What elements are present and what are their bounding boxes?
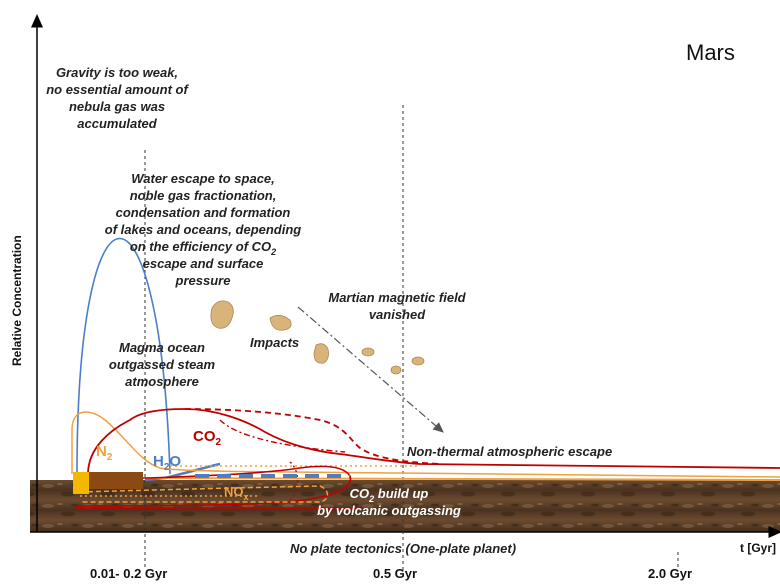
volcanic-annotation: CO2 build up by volcanic outgassing	[317, 486, 461, 518]
n2-subscript: 2	[107, 452, 113, 463]
tectonics-label: No plate tectonics (One-plate planet)	[290, 541, 516, 556]
gravity-line-4: accumulated	[77, 116, 158, 131]
nox-label: NOx	[224, 484, 249, 502]
rock-2	[269, 315, 292, 331]
volcanic-co-text: CO	[350, 486, 370, 501]
nox-dashed-curve	[79, 485, 329, 503]
co2-label-text: CO	[193, 428, 216, 445]
co2-main-curve	[87, 408, 780, 475]
n2-curve	[71, 411, 780, 478]
water-line-5-text: on the efficiency of CO	[130, 239, 271, 254]
volcanic-line-1: CO2 build up	[350, 486, 429, 504]
nox-label-text: NO	[224, 484, 244, 499]
volcanic-buildup-text: build up	[374, 486, 428, 501]
rock-1	[210, 300, 234, 329]
magma-line-2: outgassed steam	[109, 357, 216, 372]
x-axis-label: t [Gyr]	[740, 541, 776, 555]
water-line-1: Water escape to space,	[131, 171, 275, 186]
h2o-label-text: H	[153, 453, 164, 470]
water-line-3: condensation and formation	[116, 205, 291, 220]
h2o-label-tail: O	[169, 453, 181, 470]
magnetic-line-2: vanished	[369, 307, 426, 322]
impact-rocks	[210, 300, 425, 375]
magma-line-1: Magma ocean	[119, 340, 205, 355]
rock-4	[361, 347, 375, 357]
water-co2-subscript: 2	[270, 247, 276, 257]
magnetic-line-1: Martian magnetic field	[328, 290, 466, 305]
gravity-line-1: Gravity is too weak,	[56, 65, 178, 80]
magnetic-annotation: Martian magnetic field vanished	[328, 290, 466, 322]
gravity-annotation: Gravity is too weak, no essential amount…	[46, 65, 189, 131]
tick-0-2gyr: 0.01- 0.2 Gyr	[90, 566, 167, 581]
water-escape-annotation: Water escape to space, noble gas fractio…	[105, 171, 302, 288]
co2-subscript: 2	[216, 437, 222, 448]
h2o-steam-curve	[76, 238, 171, 475]
y-axis-label: Relative Concentration	[10, 235, 24, 366]
planet-title: Mars	[686, 40, 735, 65]
rock-3	[313, 343, 329, 364]
n2-label-text: N	[96, 443, 107, 460]
rock-5	[390, 365, 402, 375]
water-line-4: of lakes and oceans, depending	[105, 222, 302, 237]
tick-2-0gyr: 2.0 Gyr	[648, 566, 692, 581]
magnetic-field-arrow	[297, 306, 444, 433]
h2o-label: H2O	[153, 453, 181, 473]
gravity-line-3: nebula gas was	[69, 99, 165, 114]
n2-label: N2	[96, 443, 113, 463]
volcanic-line-2: by volcanic outgassing	[317, 503, 461, 518]
co2-dashed-curve	[184, 408, 441, 465]
water-line-7: pressure	[175, 273, 231, 288]
co2-label: CO2	[193, 428, 222, 448]
magma-line-3: atmosphere	[125, 374, 199, 389]
water-line-2: noble gas fractionation,	[130, 188, 277, 203]
magma-ocean-block	[73, 472, 89, 494]
tick-0-5gyr: 0.5 Gyr	[373, 566, 417, 581]
water-line-5: on the efficiency of CO2	[130, 239, 276, 257]
h2o-subscript: 2	[164, 462, 170, 473]
co2-volcanic-curve	[74, 465, 352, 507]
rock-6	[411, 356, 425, 366]
impacts-label: Impacts	[250, 335, 299, 350]
water-line-6: escape and surface	[143, 256, 264, 271]
volcanic-co2-subscript: 2	[368, 494, 374, 504]
co2-dashdot-curve	[219, 419, 346, 453]
crust-block	[89, 472, 143, 489]
nonthermal-label: Non-thermal atmospheric escape	[407, 444, 612, 459]
n2-line-lower	[144, 477, 780, 481]
magma-annotation: Magma ocean outgassed steam atmosphere	[109, 340, 216, 389]
nox-subscript: x	[244, 492, 249, 502]
gravity-line-2: no essential amount of	[46, 82, 189, 97]
co2-dotted	[289, 461, 299, 501]
